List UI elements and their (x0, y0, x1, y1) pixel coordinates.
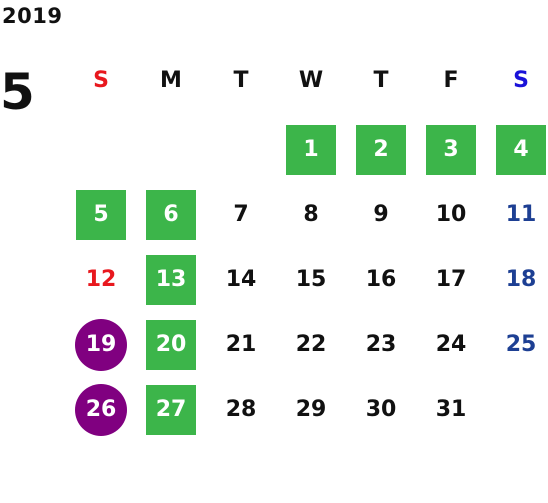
weekday-1: M (160, 68, 182, 93)
day-cell-18[interactable]: 18 (505, 267, 537, 292)
day-cell-14[interactable]: 14 (225, 267, 257, 292)
day-cell-6[interactable]: 6 (146, 190, 196, 240)
day-cell-17[interactable]: 17 (435, 267, 467, 292)
day-cell-3[interactable]: 3 (426, 125, 476, 175)
weekday-3: W (298, 68, 324, 93)
day-cell-12[interactable]: 12 (85, 267, 117, 292)
day-cell-11[interactable]: 11 (505, 202, 537, 227)
day-cell-23[interactable]: 23 (365, 332, 397, 357)
weekday-4: T (373, 68, 389, 93)
weekday-2: T (233, 68, 249, 93)
weekday-5: F (443, 68, 459, 93)
weekday-6: S (513, 68, 529, 93)
weekday-0: S (93, 68, 109, 93)
day-cell-30[interactable]: 30 (365, 397, 397, 422)
day-cell-24[interactable]: 24 (435, 332, 467, 357)
month-label: 5 (0, 63, 35, 121)
day-cell-5[interactable]: 5 (76, 190, 126, 240)
day-cell-10[interactable]: 10 (435, 202, 467, 227)
day-cell-25[interactable]: 25 (505, 332, 537, 357)
day-cell-8[interactable]: 8 (303, 202, 319, 227)
day-cell-2[interactable]: 2 (356, 125, 406, 175)
day-cell-19[interactable]: 19 (75, 319, 127, 371)
day-cell-27[interactable]: 27 (146, 385, 196, 435)
day-cell-9[interactable]: 9 (373, 202, 389, 227)
day-cell-28[interactable]: 28 (225, 397, 257, 422)
day-cell-1[interactable]: 1 (286, 125, 336, 175)
day-cell-20[interactable]: 20 (146, 320, 196, 370)
day-cell-22[interactable]: 22 (295, 332, 327, 357)
day-cell-13[interactable]: 13 (146, 255, 196, 305)
day-cell-21[interactable]: 21 (225, 332, 257, 357)
day-cell-26[interactable]: 26 (75, 384, 127, 436)
day-cell-15[interactable]: 15 (295, 267, 327, 292)
day-cell-7[interactable]: 7 (233, 202, 249, 227)
day-cell-31[interactable]: 31 (435, 397, 467, 422)
day-cell-4[interactable]: 4 (496, 125, 546, 175)
day-cell-29[interactable]: 29 (295, 397, 327, 422)
year-label: 2019 (2, 4, 63, 28)
day-cell-16[interactable]: 16 (365, 267, 397, 292)
